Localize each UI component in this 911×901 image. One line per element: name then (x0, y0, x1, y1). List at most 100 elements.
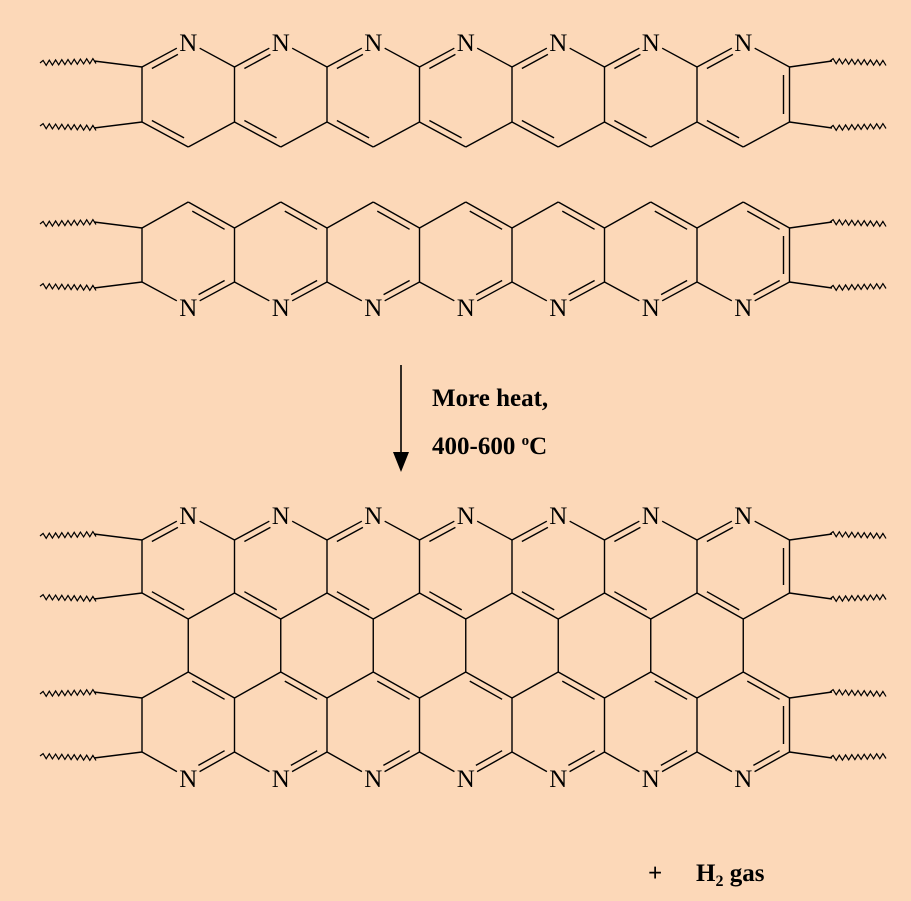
ring-bond (419, 47, 455, 68)
ring-bond (511, 520, 548, 541)
ring-bond (291, 751, 328, 773)
ring-bond (326, 281, 363, 302)
ring-bond (280, 201, 328, 229)
nitrogen-atom-label: N (457, 503, 475, 530)
ring-bond (511, 47, 548, 68)
ring-double-bond (706, 591, 740, 611)
polymer-continuation-mark (39, 752, 97, 762)
ring-bond (511, 121, 559, 148)
ring-bond (696, 201, 744, 229)
nitrogen-atom-label: N (734, 295, 752, 322)
ring-bond (372, 592, 420, 620)
ring-bond (604, 592, 652, 620)
ring-double-bond (290, 279, 318, 296)
end-stub-bond (789, 533, 833, 541)
ring-bond (465, 671, 513, 699)
ring-bond (661, 751, 698, 773)
nitrogen-atom-label: N (457, 30, 475, 57)
ring-double-bond (429, 591, 463, 611)
ring-bond (326, 520, 363, 541)
polymer-continuation-mark (39, 122, 97, 132)
ring-double-bond (383, 750, 410, 767)
ring-bond (234, 671, 282, 699)
polymer-continuation-mark (829, 593, 887, 603)
condition-unit: C (529, 433, 548, 460)
ring-bond (419, 592, 467, 620)
ring-bond (419, 201, 467, 229)
ring-bond (234, 121, 282, 148)
ring-bond (696, 751, 733, 773)
end-stub-bond (789, 121, 833, 129)
ring-bond (326, 201, 374, 229)
byproduct-hydrogen: +H2 gas (648, 860, 764, 891)
ring-bond (419, 671, 467, 699)
ring-bond (199, 520, 235, 541)
ring-bond (754, 47, 790, 68)
end-stub-bond (789, 592, 833, 600)
ring-bond (326, 751, 363, 773)
ring-double-bond (568, 750, 595, 767)
ring-double-bond (429, 53, 456, 70)
byproduct-plus: + (648, 860, 663, 887)
nitrogen-atom-label: N (179, 503, 197, 530)
ring-double-bond (706, 53, 734, 70)
end-stub-bond (789, 691, 833, 699)
ring-bond (650, 121, 698, 148)
ring-double-bond (198, 279, 225, 296)
ring-bond (199, 47, 235, 68)
ring-bond (661, 281, 698, 302)
ring-bond (604, 671, 652, 699)
ring-bond (754, 281, 790, 302)
ring-double-bond (614, 526, 641, 543)
end-stub-bond (789, 751, 833, 759)
polymer-continuation-mark (829, 752, 887, 762)
ring-bond (234, 201, 282, 229)
reaction-arrow-head (393, 452, 409, 472)
ring-bond (465, 201, 513, 229)
ring-double-bond (151, 53, 179, 70)
ring-double-bond (660, 279, 688, 296)
ring-double-bond (151, 526, 179, 543)
ring-double-bond (521, 526, 549, 543)
nitrogen-atom-label: N (364, 766, 382, 793)
ring-bond (384, 47, 420, 68)
ring-bond (569, 281, 605, 302)
byproduct-subscript: 2 (715, 873, 724, 890)
ring-double-bond (376, 210, 410, 230)
condition-degree: o (521, 433, 530, 449)
ring-bond (569, 751, 605, 773)
ring-bond (742, 592, 790, 620)
reaction-arrow (393, 365, 409, 472)
ring-bond (187, 121, 235, 148)
nitrogen-atom-label: N (734, 30, 752, 57)
end-stub-bond (93, 691, 143, 699)
nitrogen-atom-label: N (457, 766, 475, 793)
ring-bond (384, 520, 420, 541)
nitrogen-atom-label: N (549, 766, 567, 793)
end-stub-bond (93, 281, 143, 289)
ring-bond (141, 671, 189, 699)
nitrogen-atom-label: N (549, 30, 567, 57)
ring-double-bond (568, 279, 595, 296)
ring-bond (384, 751, 420, 773)
nitrogen-atom-label: N (549, 295, 567, 322)
nitrogen-atom-label: N (734, 503, 752, 530)
reaction-conditions: More heat, 400-600 oC (432, 378, 548, 468)
nitrogen-atom-label: N (272, 295, 290, 322)
ring-bond (650, 592, 698, 620)
ring-double-bond (198, 750, 225, 767)
ring-double-bond (746, 210, 780, 230)
ring-bond (511, 281, 548, 302)
ring-double-bond (614, 119, 647, 139)
ring-double-bond (383, 279, 410, 296)
ring-bond (141, 47, 178, 68)
ring-double-bond (521, 591, 555, 611)
end-stub-bond (93, 221, 143, 229)
end-stub-bond (93, 60, 143, 68)
ring-bond (187, 201, 235, 229)
ring-double-bond (469, 680, 503, 700)
ring-double-bond (753, 750, 780, 767)
nitrogen-atom-label: N (364, 295, 382, 322)
nitrogen-atom-label: N (272, 766, 290, 793)
ring-double-bond (654, 210, 688, 230)
